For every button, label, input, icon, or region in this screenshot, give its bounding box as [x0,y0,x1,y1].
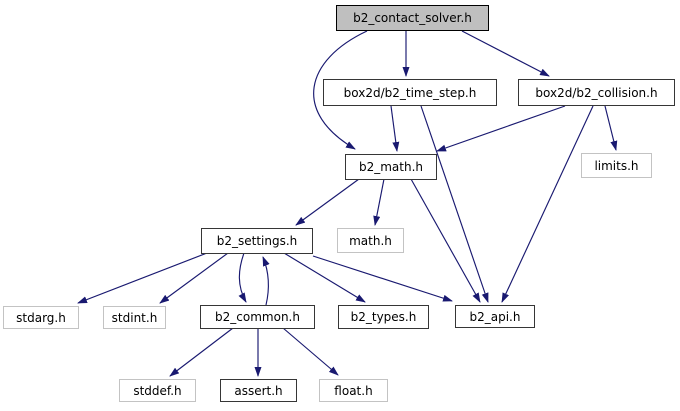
node-limits: limits.h [581,153,652,178]
edge-settings-stdint [159,252,229,304]
edge-common-float [282,327,339,376]
edge-time_step-api [420,105,489,303]
edge-common-settings [262,256,270,306]
edge-time_step-b2_math [390,105,400,152]
node-b2_collision[interactable]: box2d/b2_collision.h [518,79,675,106]
edge-contact_solver-collision [461,30,550,77]
node-b2_contact_solver: b2_contact_solver.h [336,5,489,31]
node-b2_api[interactable]: b2_api.h [455,305,535,328]
edge-settings-types [283,252,366,303]
node-b2_time_step[interactable]: box2d/b2_time_step.h [323,79,497,106]
node-b2_common[interactable]: b2_common.h [200,305,315,329]
edge-b2_math-api [410,178,481,303]
edge-collision-api [501,105,594,303]
edge-contact_solver-b2_math [313,30,368,150]
edge-settings-common [238,252,247,303]
node-stdint: stdint.h [103,306,166,329]
edge-collision-limits [604,105,618,151]
node-math-sys: math.h [337,228,404,253]
node-b2_settings[interactable]: b2_settings.h [201,228,313,254]
node-assert[interactable]: assert.h [220,379,297,402]
edge-b2_math-settings [295,178,360,226]
node-b2_types[interactable]: b2_types.h [338,305,429,329]
node-float: float.h [319,379,388,402]
edge-settings-api [312,255,453,302]
edge-settings-stdarg [77,252,208,304]
edge-collision-b2_math [436,105,566,152]
node-b2_math[interactable]: b2_math.h [345,154,437,180]
node-stdarg: stdarg.h [3,306,79,329]
edge-common-stddef [169,327,234,377]
node-stddef: stddef.h [119,379,196,402]
edge-b2_math-math_sys [373,178,385,226]
